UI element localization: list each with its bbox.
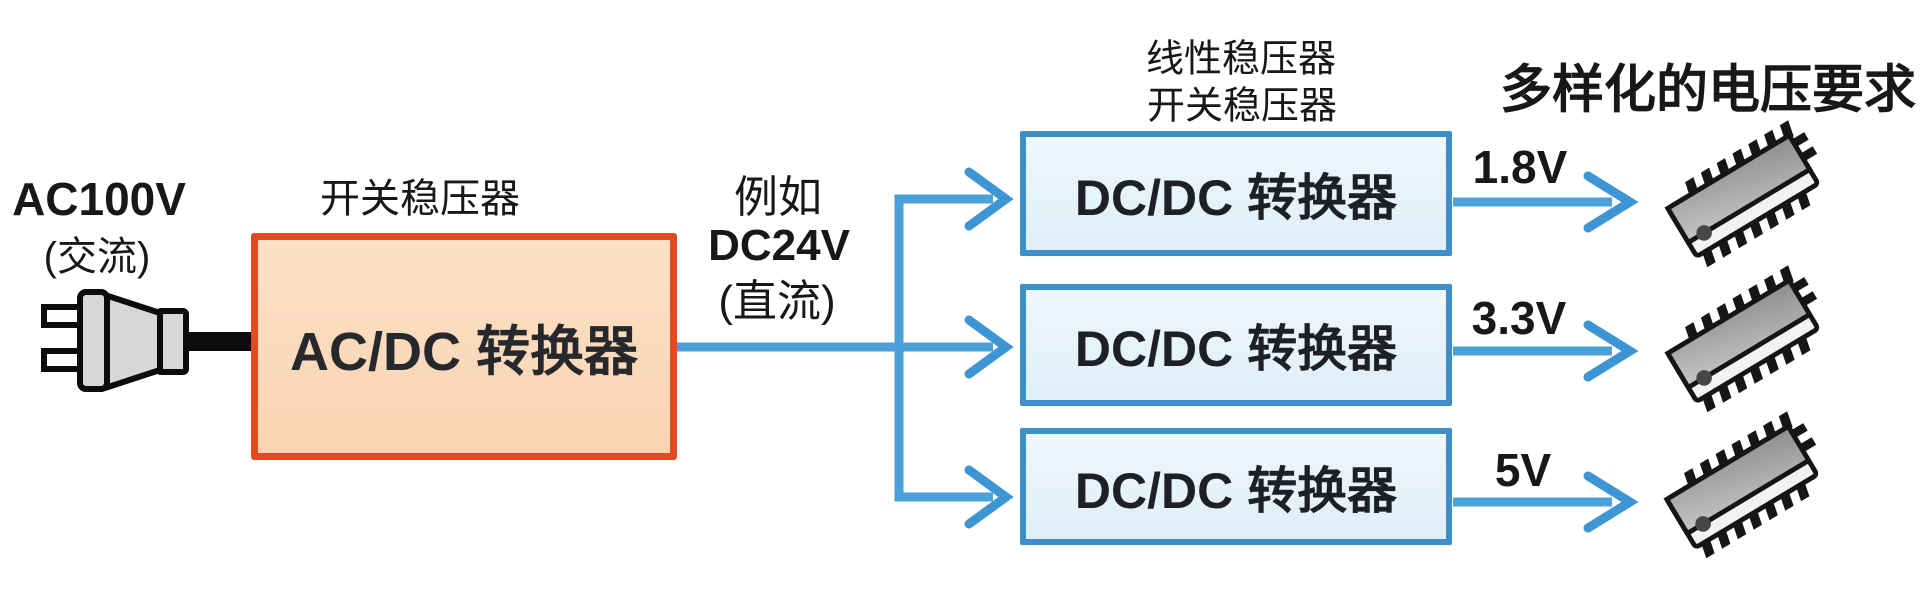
arrowhead-icon [1583,471,1639,533]
link-dc24v-label: DC24V [708,221,850,270]
ac-input-type-label: (交流) [43,235,151,279]
link-dc-type-label: (直流) [718,277,836,326]
voltage-label-2: 3.3V [1471,292,1567,344]
chip-icon [1661,261,1838,414]
switch-regulator-label: 开关稳压器 [1146,85,1338,128]
arrowhead-icon [964,465,1014,529]
dcdc-converter-node-1: DC/DC 转换器 [1020,131,1452,256]
ac-input-voltage-label: AC100V [12,173,186,225]
link-example-label: 例如 [734,173,822,222]
power-cable [184,332,256,351]
dcdc-converter-label: DC/DC 转换器 [1074,321,1398,377]
dcdc-converter-label: DC/DC 转换器 [1074,462,1398,519]
switching-regulator-label: 开关稳压器 [320,177,520,221]
output-arrowheads [1583,171,1639,533]
input-arrowheads [964,167,1014,529]
voltage-label-3: 5V [1494,444,1552,496]
output-arrows [1453,197,1612,507]
dcdc-converter-node-2: DC/DC 转换器 [1020,284,1452,406]
dcdc-converter-label: DC/DC 转换器 [1074,169,1398,226]
voltage-label-1: 1.8V [1472,141,1568,193]
acdc-converter-node: AC/DC 转换器 [251,233,677,460]
branch-line [894,194,993,502]
arrowhead-icon [964,315,1014,379]
bus-lines [677,194,993,502]
linear-regulator-label: 线性稳压器 [1145,38,1337,81]
power-plug-icon [41,289,256,392]
dcdc-converter-node-3: DC/DC 转换器 [1020,428,1452,545]
arrowhead-icon [964,167,1014,231]
outputs-title: 多样化的电压要求 [1499,61,1917,120]
arrowhead-icon [1583,171,1639,233]
arrowhead-icon [1583,320,1639,382]
acdc-converter-label: AC/DC 转换器 [290,322,638,382]
chip-icon [1661,116,1838,269]
chip-icon [1660,407,1837,560]
